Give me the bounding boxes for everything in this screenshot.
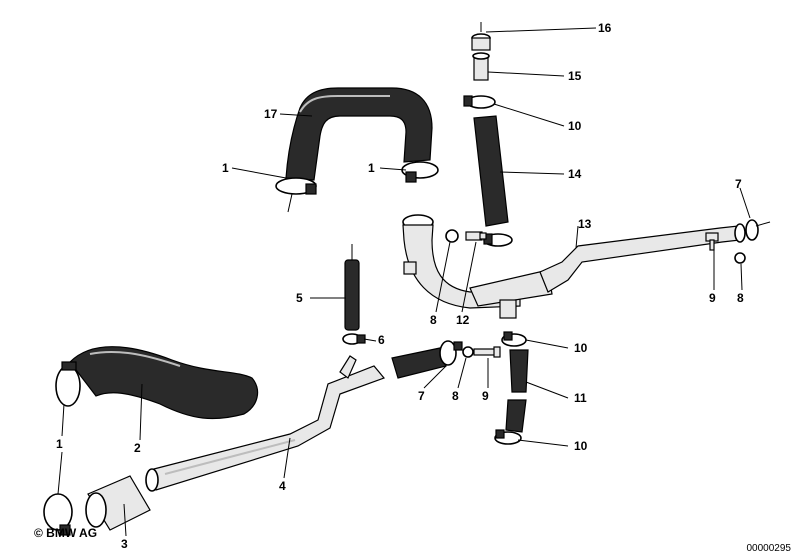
hose-14[interactable]: [473, 115, 509, 227]
callout-17: 17: [264, 107, 278, 121]
hose-clamp-6[interactable]: [342, 333, 366, 345]
callout-16: 16: [598, 21, 612, 35]
callout-3: 3: [121, 537, 128, 551]
hose-17[interactable]: [285, 87, 433, 181]
callout-13: 13: [578, 217, 592, 231]
callout-10-a: 10: [568, 119, 582, 133]
callout-1-b: 1: [368, 161, 375, 175]
tube-5[interactable]: [344, 244, 360, 331]
callout-7-a: 7: [735, 177, 742, 191]
pipe-13[interactable]: [539, 219, 771, 293]
copyright-label: © BMW AG: [34, 526, 98, 540]
washer-8-mid[interactable]: [445, 229, 459, 243]
callout-6: 6: [378, 333, 385, 347]
callout-9-a: 9: [709, 291, 716, 305]
clamp-7-mid[interactable]: [439, 340, 463, 366]
callout-15: 15: [568, 69, 582, 83]
callout-12: 12: [456, 313, 470, 327]
fitting-15[interactable]: [472, 52, 490, 81]
callout-9-b: 9: [482, 389, 489, 403]
callout-8-c: 8: [452, 389, 459, 403]
pipe-elbow[interactable]: [402, 214, 553, 319]
callout-8-b: 8: [430, 313, 437, 327]
callout-11: 11: [574, 391, 587, 405]
callout-1-c: 1: [56, 437, 63, 451]
hose-clamp-1-upper-left[interactable]: [275, 177, 317, 213]
hose-clamp-10-upper[interactable]: [463, 95, 496, 109]
sleeve-3[interactable]: [85, 475, 151, 531]
hose-11[interactable]: [505, 349, 529, 433]
pipe-4[interactable]: [145, 355, 386, 492]
washer-8-lower[interactable]: [462, 346, 474, 358]
hose-clamp-14-lower[interactable]: [483, 233, 513, 247]
callout-5: 5: [296, 291, 303, 305]
callout-1-a: 1: [222, 161, 229, 175]
callout-7-b: 7: [418, 389, 425, 403]
callout-8-a: 8: [737, 291, 744, 305]
hose-clamp-10-lower[interactable]: [494, 429, 522, 445]
hose-clamp-1-upper-mid[interactable]: [401, 161, 439, 183]
bolt-12[interactable]: [465, 231, 487, 241]
callout-10-b: 10: [574, 341, 588, 355]
callout-4: 4: [279, 479, 286, 493]
washer-8-right[interactable]: [734, 252, 746, 264]
hose-clamp-10-mid[interactable]: [501, 331, 527, 347]
bolt-9-lower[interactable]: [473, 346, 501, 358]
bolt-9-right[interactable]: [705, 232, 719, 251]
hose-clamp-1-left[interactable]: [55, 361, 81, 407]
callout-2: 2: [134, 441, 141, 455]
callout-10-c: 10: [574, 439, 588, 453]
diagram-number: 00000295: [746, 543, 792, 554]
callout-14: 14: [568, 167, 582, 181]
hose-2[interactable]: [69, 346, 259, 420]
cap-16[interactable]: [471, 22, 491, 51]
